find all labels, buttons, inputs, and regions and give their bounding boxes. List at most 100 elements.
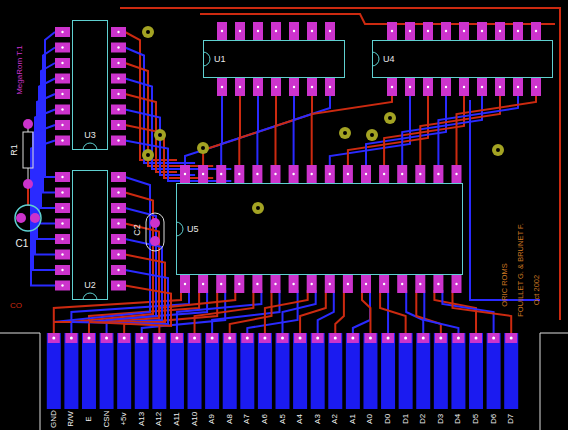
drill-hole [256,283,258,285]
finger-pad [153,333,165,343]
chip-pin [55,234,70,244]
chip-pin [415,165,425,183]
chip-notch [372,52,379,66]
drill-hole [391,86,393,88]
edge-finger [240,333,254,409]
chip-pin [495,22,505,40]
chip-pin [55,74,70,84]
chip-notch [83,293,97,300]
silkscreen-text: FOUILLET G. & BRUNET F. [517,223,525,317]
finger-pad [259,333,271,343]
edge-finger [504,333,518,409]
drill-hole [228,337,231,340]
chip-pin [55,219,70,229]
chip-pin [253,78,263,96]
chip-pin [55,27,70,37]
drill-hole [492,337,495,340]
via [142,26,154,38]
silkscreen-text: C2 [133,224,142,236]
drill-hole [61,238,63,240]
signal-name: A3 [314,414,322,424]
drill-hole [117,176,119,178]
drill-hole [263,337,266,340]
signal-name: A9 [208,414,216,424]
capacitor-pad [150,218,160,228]
chip-pin [459,22,469,40]
copper-trace [384,92,464,168]
finger-pad [224,333,236,343]
chip-pin [217,22,227,40]
chip-pin [531,78,541,96]
drill-hole [419,173,421,175]
drill-hole [455,283,457,285]
chip-pin [441,22,451,40]
chip-pin [111,120,126,130]
drill-hole [239,30,241,32]
finger-pad [435,333,447,343]
chip-pin [495,78,505,96]
edge-finger [451,333,465,409]
drill-hole [510,337,513,340]
edge-finger [117,333,131,409]
drill-hole [409,86,411,88]
copper-trace [107,224,159,323]
drill-hole [463,86,465,88]
drill-hole [535,30,537,32]
chip-pin [55,120,70,130]
edge-finger [346,333,360,409]
via-hole [201,146,205,150]
chip-pin [307,22,317,40]
drill-hole [457,337,460,340]
drill-hole [61,31,63,33]
edge-finger [223,333,237,409]
copper-trace [438,92,518,168]
capacitor-symbol [15,205,41,231]
signal-name: CSN [103,411,111,428]
signal-name: A5 [279,414,287,424]
chip-pin [55,265,70,275]
drill-hole [52,337,55,340]
edge-finger [469,333,483,409]
edge-finger [363,333,377,409]
edge-finger [487,333,501,409]
signal-name: D5 [472,414,480,424]
signal-name: A13 [138,412,146,426]
drill-hole [117,238,119,240]
drill-hole [117,77,119,79]
copper-trace [457,92,537,168]
chip-pin [415,275,425,293]
chip-pin [235,22,245,40]
finger-pad [452,333,464,343]
chip-pin [271,78,281,96]
drill-hole [193,337,196,340]
drill-hole [117,284,119,286]
chip-outline: U3 [72,20,108,150]
edge-finger [276,333,290,409]
finger-pad [136,333,148,343]
finger-pad [206,333,218,343]
copper-trace [406,290,423,335]
chip-pin [433,275,443,293]
silkscreen-text: CO [10,302,22,310]
drill-hole [437,283,439,285]
drill-hole [391,30,393,32]
chip-pin [216,275,226,293]
drill-hole [117,31,119,33]
capacitor-pad [150,236,160,246]
drill-hole [329,86,331,88]
chip-pin [307,78,317,96]
finger-pad [65,333,77,343]
drill-hole [158,337,161,340]
capacitor-symbol [146,213,164,251]
silkscreen-text: Oct 2002 [533,275,541,305]
drill-hole [365,173,367,175]
drill-hole [61,222,63,224]
silkscreen-text: MegaRom T.1 [16,45,24,95]
edge-finger [82,333,96,409]
chip-pin [217,78,227,96]
signal-name: A1 [349,414,357,424]
via-hole [496,148,500,152]
drill-hole [202,173,204,175]
chip-notch [203,52,210,66]
